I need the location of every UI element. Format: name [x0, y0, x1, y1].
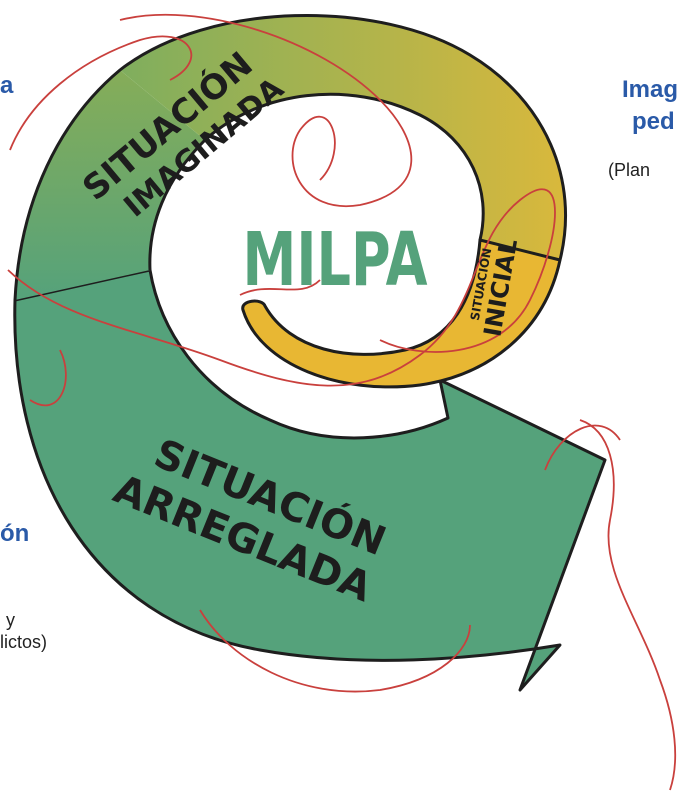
center-label: MILPA — [243, 217, 428, 303]
left-bottom-line2: lictos) — [0, 632, 48, 652]
red-thread-lines — [7, 13, 677, 791]
spiral-arrow-band — [13, 268, 607, 692]
right-subtitle: (Plan — [608, 160, 651, 180]
spiral-outer-outline — [13, 14, 568, 301]
spiral-inicial-band — [241, 238, 562, 389]
spiral-left-band — [15, 70, 205, 300]
right-title-line2: ped — [632, 108, 675, 135]
left-top-fragment: a — [0, 72, 14, 99]
spiral-inner-outline — [148, 92, 485, 271]
left-bottom-line1: y — [6, 610, 15, 630]
spiral-top-band — [120, 15, 566, 261]
left-bottom-fragment: ón — [0, 520, 30, 547]
right-title-line1: Imag — [622, 76, 679, 103]
